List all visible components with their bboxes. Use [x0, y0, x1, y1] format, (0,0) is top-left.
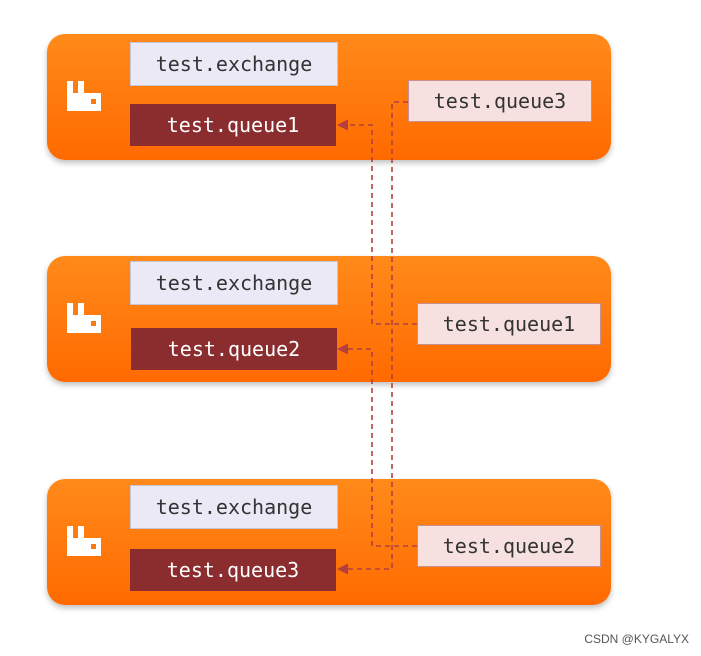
- mirror-queue-label: test.queue3: [408, 80, 592, 122]
- broker-node-2: test.exchange test.queue2 test.queue1: [47, 256, 611, 382]
- mirror-queue-label: test.queue1: [417, 303, 601, 345]
- queue-label: test.queue3: [130, 549, 336, 591]
- exchange-label: test.exchange: [130, 261, 338, 305]
- mirror-queue-label: test.queue2: [417, 525, 601, 567]
- link-queue1: [336, 119, 417, 325]
- exchange-label: test.exchange: [130, 485, 338, 529]
- link-queue2: [336, 343, 417, 547]
- exchange-label: test.exchange: [130, 42, 338, 86]
- watermark: CSDN @KYGALYX: [584, 632, 689, 646]
- rabbitmq-icon: [67, 81, 101, 111]
- broker-node-1: test.exchange test.queue1 test.queue3: [47, 34, 611, 160]
- queue-label: test.queue2: [131, 328, 337, 370]
- rabbitmq-icon: [67, 303, 101, 333]
- rabbitmq-icon: [67, 526, 101, 556]
- broker-node-3: test.exchange test.queue3 test.queue2: [47, 479, 611, 605]
- queue-label: test.queue1: [130, 104, 336, 146]
- link-queue3: [336, 101, 408, 575]
